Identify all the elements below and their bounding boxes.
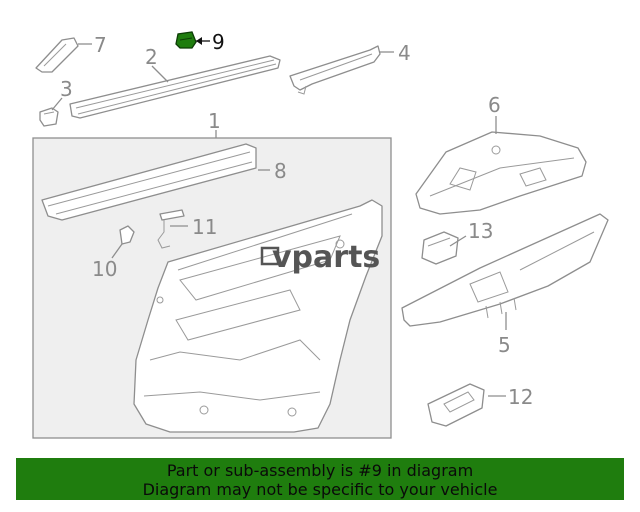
callout-4[interactable]: 4 — [398, 41, 411, 65]
callout-10[interactable]: 10 — [92, 257, 117, 281]
part-4-shape[interactable] — [289, 45, 381, 95]
banner-line-1: Part or sub-assembly is #9 in diagram — [166, 461, 474, 480]
callout-10-leader — [111, 243, 123, 259]
callout-3[interactable]: 3 — [60, 77, 73, 101]
callout-3-leader — [51, 97, 63, 111]
callout-11[interactable]: 11 — [192, 215, 217, 239]
callout-9[interactable]: 9 — [212, 30, 225, 54]
part-3-shape[interactable] — [39, 107, 59, 127]
callout-7[interactable]: 7 — [94, 33, 107, 57]
callout-2[interactable]: 2 — [145, 45, 158, 69]
part-8-shape[interactable] — [41, 143, 257, 221]
door-trim-panel-shape[interactable] — [133, 199, 383, 433]
callout-13[interactable]: 13 — [468, 219, 493, 243]
part-10-shape[interactable] — [119, 225, 135, 245]
callout-5[interactable]: 5 — [498, 333, 511, 357]
banner-line-2: Diagram may not be specific to your vehi… — [142, 480, 498, 499]
exploded-parts-diagram: 7 9 2 3 4 1 8 11 — [32, 30, 609, 439]
part-2-shape[interactable] — [69, 55, 281, 119]
callout-12[interactable]: 12 — [508, 385, 533, 409]
callout-8[interactable]: 8 — [274, 159, 287, 183]
callout-6[interactable]: 6 — [488, 93, 501, 117]
callout-1[interactable]: 1 — [208, 109, 221, 133]
part-info-banner: Part or sub-assembly is #9 in diagram Di… — [16, 458, 624, 500]
callout-13-leader — [449, 235, 467, 247]
part-6-shape[interactable] — [415, 131, 587, 215]
part-9-shape[interactable] — [175, 31, 197, 49]
watermark-text: vparts — [272, 240, 380, 275]
part-13-shape[interactable] — [421, 231, 459, 265]
part-12-shape[interactable] — [427, 383, 485, 427]
part-5-shape[interactable] — [401, 213, 609, 327]
callout-2-leader — [151, 65, 169, 83]
callout-9-arrowhead — [196, 37, 202, 45]
part-11-shape[interactable] — [157, 209, 185, 249]
part-7-shape[interactable] — [35, 37, 79, 73]
watermark-logo: vparts — [260, 240, 380, 275]
